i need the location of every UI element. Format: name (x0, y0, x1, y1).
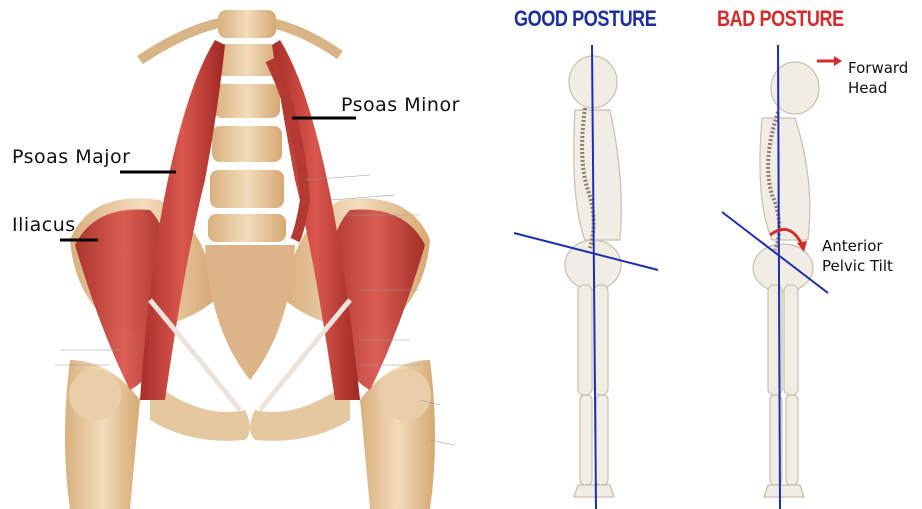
forward-head-arrow-icon (817, 56, 842, 66)
sacrum (205, 245, 295, 380)
pelvic-tilt-line2: Pelvic Tilt (822, 256, 893, 276)
psoas-major-label: Psoas Major (12, 146, 130, 168)
anterior-pelvic-tilt-label: Anterior Pelvic Tilt (822, 236, 893, 276)
pelvis-diagram (0, 0, 500, 509)
forward-head-line2: Head (848, 78, 908, 98)
forward-head-line1: Forward (848, 58, 908, 78)
anatomy-illustration: Psoas Minor Psoas Major Iliacus (0, 0, 500, 509)
posture-comparison: GOOD POSTURE BAD POSTURE (500, 0, 922, 509)
right-femoral-head (379, 369, 431, 421)
left-femoral-head (69, 369, 121, 421)
iliacus-label: Iliacus (12, 214, 76, 236)
forward-head-label: Forward Head (848, 58, 908, 98)
pelvic-tilt-line1: Anterior (822, 236, 893, 256)
psoas-minor-label: Psoas Minor (341, 94, 460, 116)
